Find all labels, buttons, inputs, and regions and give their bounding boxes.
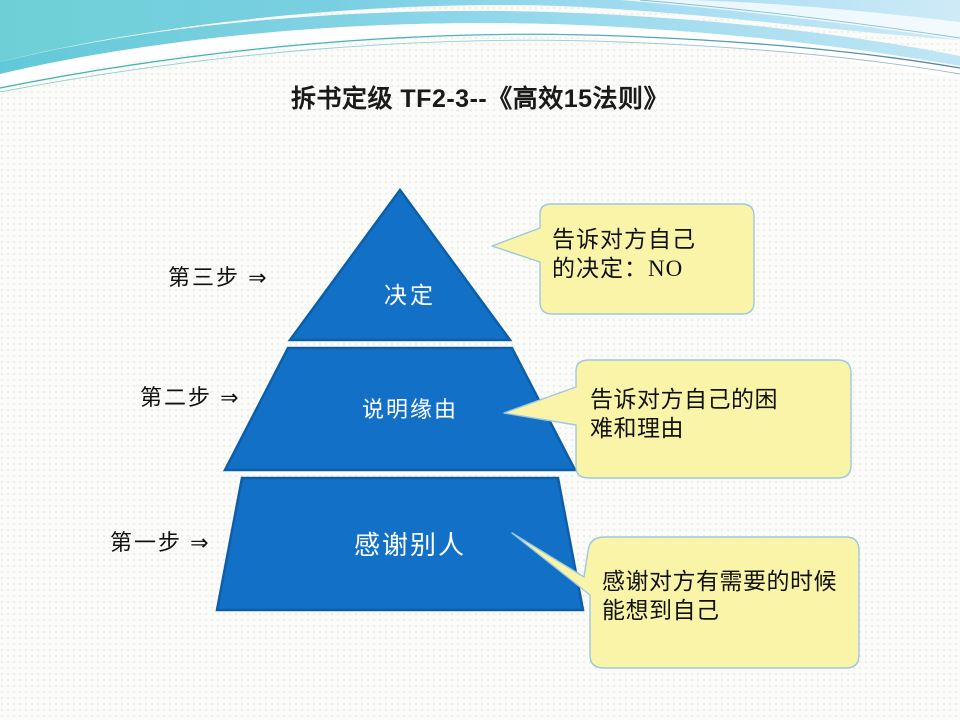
pyramid-level-middle	[222, 346, 578, 472]
callout-decide[interactable]: 告诉对方自己 的决定：NO	[484, 200, 760, 318]
callout-decide-bubble	[491, 203, 755, 315]
step-label-second: 第二步 ⇒	[140, 385, 241, 410]
callout-explain[interactable]: 告诉对方自己的困 难和理由	[500, 355, 856, 483]
slide-title: 拆书定级 TF2-3--《高效15法则》	[290, 85, 670, 113]
callout-thank[interactable]: 感谢对方有需要的时候 能想到自己	[498, 525, 864, 673]
pyramid-shapes	[215, 187, 585, 612]
callout-thank-bubble	[511, 532, 860, 669]
pyramid-level-bottom	[215, 476, 585, 612]
step-label-third: 第三步 ⇒	[168, 265, 269, 290]
step-label-first: 第一步 ⇒	[110, 530, 211, 555]
pyramid-level-top	[287, 187, 513, 342]
callout-explain-bubble	[503, 359, 852, 479]
